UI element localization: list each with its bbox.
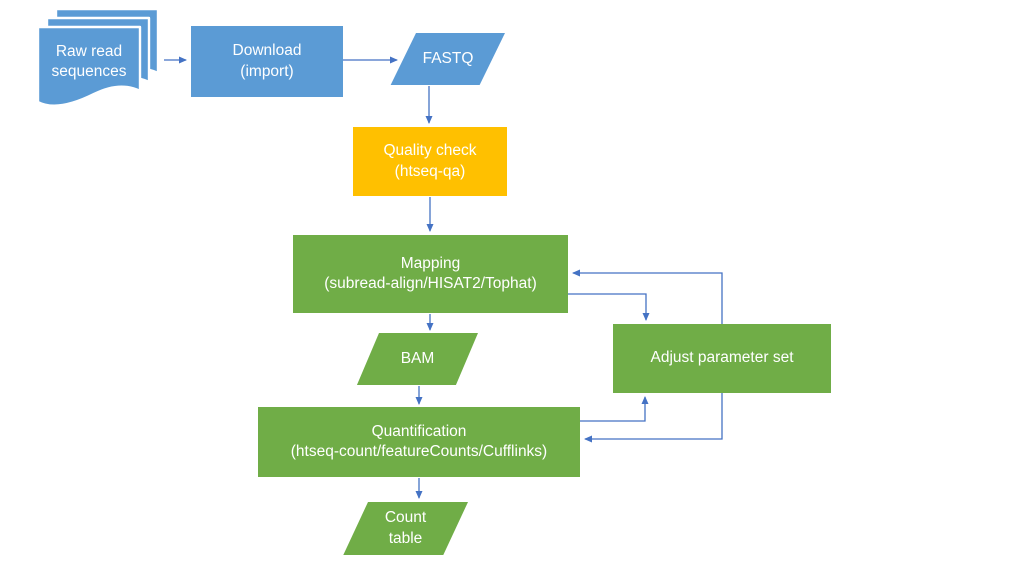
- node-mapping: Mapping (subread-align/HISAT2/Tophat): [293, 235, 568, 313]
- edge-adjust-to-mapping: [572, 269, 723, 324]
- node-quality-check: Quality check (htseq-qa): [353, 127, 507, 196]
- node-raw-reads-label: Raw read sequences: [36, 38, 142, 86]
- node-label-line: Raw read: [55, 42, 123, 60]
- edge-quantification-to-adjust: [580, 396, 649, 422]
- node-label-line: sequences: [51, 63, 127, 80]
- node-label-line: Download: [232, 42, 302, 60]
- edge-mapping-to-adjust: [568, 293, 650, 321]
- node-label-line: FASTQ: [422, 49, 474, 67]
- node-label-line: table: [388, 529, 423, 547]
- node-label-line: Adjust parameter set: [650, 349, 794, 367]
- node-label-line: (htseq-count/featureCounts/Cufflinks): [290, 443, 548, 460]
- node-label-line: (htseq-qa): [394, 162, 466, 180]
- node-label-line: Quality check: [383, 142, 477, 160]
- edge-adjust-to-quantification: [584, 393, 723, 443]
- node-download: Download (import): [191, 26, 343, 97]
- node-fastq: FASTQ: [390, 33, 505, 85]
- node-label-line: Mapping: [400, 254, 461, 272]
- node-label-line: BAM: [400, 349, 435, 367]
- node-quantification: Quantification (htseq-count/featureCount…: [258, 407, 580, 477]
- node-label-line: Count: [384, 509, 427, 527]
- node-label-line: (import): [240, 62, 294, 80]
- node-count-table: Count table: [343, 502, 468, 555]
- node-label-line: Quantification: [371, 422, 467, 440]
- multi-document-icon: [36, 7, 160, 107]
- node-bam: BAM: [356, 333, 478, 385]
- node-label-line: (subread-align/HISAT2/Tophat): [324, 275, 537, 292]
- node-adjust-parameters: Adjust parameter set: [613, 324, 831, 393]
